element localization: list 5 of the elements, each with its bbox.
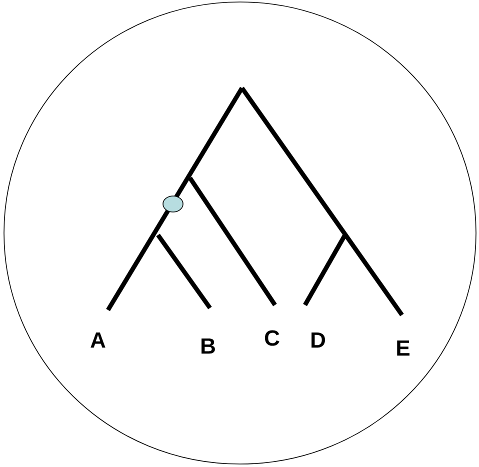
leaf-label: B	[202, 338, 215, 354]
leaf-label: A	[90, 332, 106, 348]
leaf-label: D	[312, 332, 326, 348]
leaf-label: C	[264, 330, 280, 346]
leaf-label: E	[397, 340, 410, 356]
